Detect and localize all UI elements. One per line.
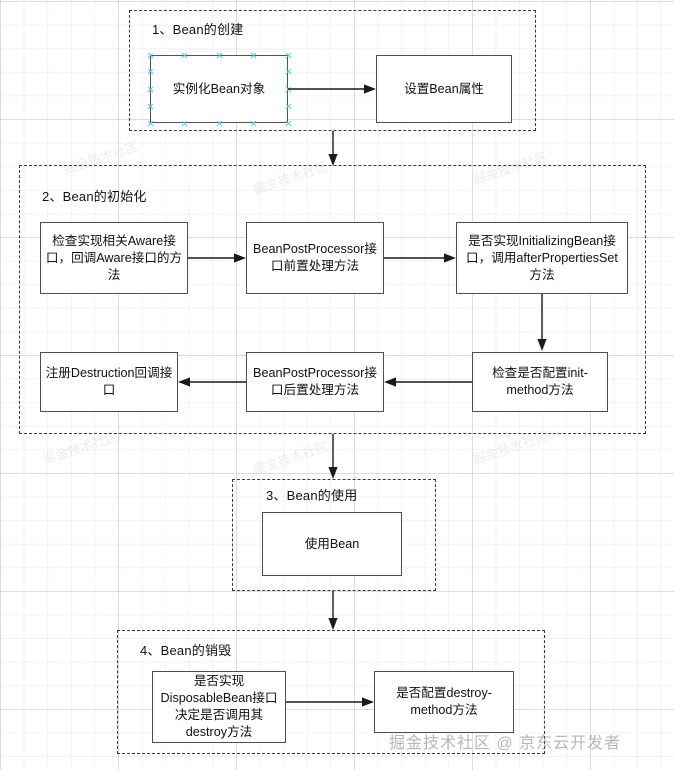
node-bpp-after-initialization[interactable]: BeanPostProcessor接口后置处理方法 bbox=[246, 352, 384, 412]
group-title-bean-creation: 1、Bean的创建 bbox=[152, 22, 244, 37]
node-instantiate-bean[interactable]: 实例化Bean对象 bbox=[150, 55, 288, 123]
group-title-bean-destruction: 4、Bean的销毁 bbox=[140, 643, 232, 658]
node-destroy-method[interactable]: 是否配置destroy-method方法 bbox=[374, 671, 514, 733]
node-initializing-bean[interactable]: 是否实现InitializingBean接口，调用afterProperties… bbox=[456, 222, 628, 294]
node-use-bean[interactable]: 使用Bean bbox=[262, 512, 402, 576]
node-aware-interfaces[interactable]: 检查实现相关Aware接口，回调Aware接口的方法 bbox=[40, 222, 188, 294]
group-title-bean-initialization: 2、Bean的初始化 bbox=[42, 189, 147, 204]
watermark-attribution: 掘金技术社区 @ 京东云开发者 bbox=[389, 735, 622, 752]
node-register-destruction-callback[interactable]: 注册Destruction回调接口 bbox=[40, 352, 178, 412]
arrow-creation-to-initialization bbox=[328, 131, 338, 166]
node-bpp-before-initialization[interactable]: BeanPostProcessor接口前置处理方法 bbox=[246, 222, 384, 294]
arrow-initialization-to-usage bbox=[328, 434, 338, 479]
group-bean-initialization bbox=[19, 165, 646, 434]
group-title-bean-usage: 3、Bean的使用 bbox=[266, 488, 358, 503]
group-bean-usage bbox=[232, 479, 436, 591]
node-set-bean-properties[interactable]: 设置Bean属性 bbox=[376, 55, 512, 123]
arrow-usage-to-destruction bbox=[328, 591, 338, 630]
background-watermark: 掘金技术社区 bbox=[250, 438, 330, 478]
node-disposable-bean[interactable]: 是否实现DisposableBean接口决定是否调用其destroy方法 bbox=[152, 671, 286, 743]
node-init-method[interactable]: 检查是否配置init-method方法 bbox=[472, 352, 608, 412]
group-bean-creation bbox=[129, 10, 536, 131]
group-bean-destruction bbox=[117, 630, 545, 754]
